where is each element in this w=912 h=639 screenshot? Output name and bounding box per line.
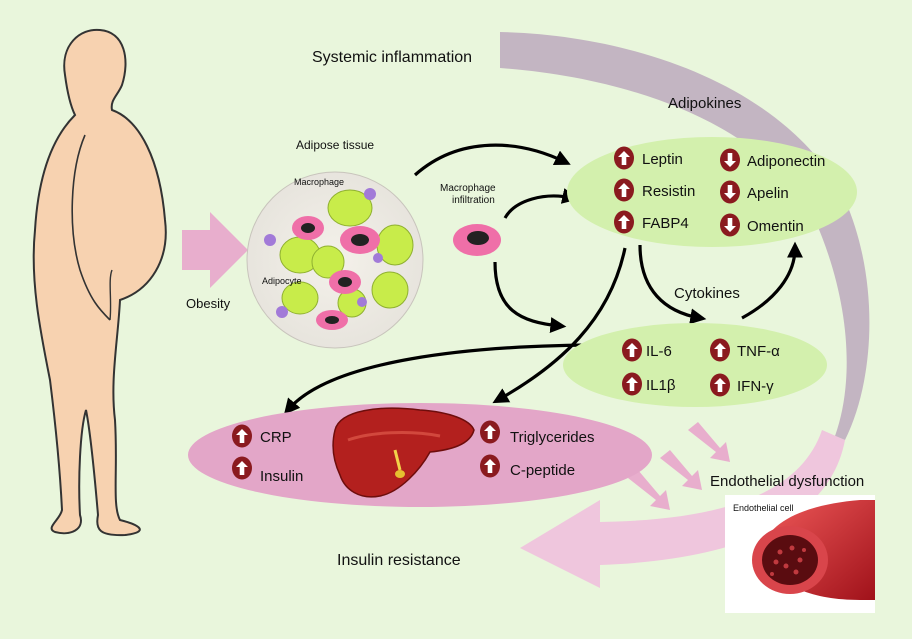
adipokine-up-2-row — [614, 178, 634, 202]
cytokine-3-row — [710, 338, 730, 362]
adipokines-title: Adipokines — [668, 95, 741, 112]
infiltration-to-adipokines-arrow — [503, 188, 579, 219]
adipokine-up-1: Leptin — [642, 151, 683, 168]
insulin-resistance-arrow — [520, 430, 845, 588]
adipose-tissue-illustration: Macrophage Adipocyte — [246, 171, 424, 349]
endothelial-vessel-illustration: Endothelial cell — [725, 495, 875, 613]
cytokine-3: TNF-α — [737, 343, 780, 360]
macrophage-infiltration-label-2: infiltration — [452, 195, 495, 206]
cytokine-1-row — [622, 338, 642, 362]
cytokines-title: Cytokines — [674, 285, 740, 302]
infiltration-to-cytokines-arrow — [493, 261, 567, 334]
liver-illustration — [332, 407, 475, 498]
obesity-label: Obesity — [186, 296, 231, 311]
adipokine-up-2: Resistin — [642, 183, 695, 200]
cytokine-2-row — [622, 372, 642, 396]
cytokines-to-markers-arrow — [283, 343, 606, 415]
cytokine-1: IL-6 — [646, 343, 672, 360]
obese-person-figure — [32, 28, 167, 537]
systemic-inflammation-arrow — [500, 32, 870, 440]
adipokine-up-3: FABP4 — [642, 215, 689, 232]
adipokine-up-3-row — [614, 210, 634, 234]
adipokines-to-cytokines-arrow — [638, 244, 707, 325]
adipokine-up-1-row — [614, 146, 634, 170]
marker-left-2-row — [232, 456, 252, 480]
endothelial-cell-label: Endothelial cell — [733, 503, 794, 513]
marker-right-1: Triglycerides — [510, 429, 594, 446]
adipokine-down-2-row — [720, 180, 740, 204]
endothelial-dysfunction-label: Endothelial dysfunction — [710, 473, 864, 490]
adipocyte-label: Adipocyte — [262, 276, 302, 286]
adipokine-down-3: Omentin — [747, 218, 804, 235]
adipokine-down-3-row — [720, 213, 740, 237]
macrophage-label: Macrophage — [294, 177, 344, 187]
systemic-inflammation-label: Systemic inflammation — [312, 49, 472, 66]
adipose-to-adipokines-arrow — [413, 143, 571, 177]
marker-left-2: Insulin — [260, 468, 303, 485]
adipokines-to-markers-arrow — [492, 247, 627, 404]
cytokines-to-adipokines-arrow — [741, 241, 803, 320]
small-pink-arrow-2 — [660, 450, 702, 490]
adipose-tissue-label: Adipose tissue — [296, 138, 374, 152]
cytokine-2: IL1β — [646, 377, 676, 394]
small-pink-arrow-3 — [628, 470, 670, 510]
cytokine-4-row — [710, 373, 730, 397]
marker-right-2-row — [480, 454, 500, 478]
marker-right-1-row — [480, 420, 500, 444]
obesity-arrow — [182, 212, 248, 288]
insulin-resistance-label: Insulin resistance — [337, 552, 461, 569]
adipokine-down-2: Apelin — [747, 185, 789, 202]
small-pink-arrow-1 — [688, 422, 730, 462]
adipokines-ellipse — [567, 137, 857, 247]
macrophage-infiltration-cell — [453, 224, 501, 256]
marker-right-2: C-peptide — [510, 462, 575, 479]
macrophage-infiltration-label-1: Macrophage — [440, 183, 496, 194]
cytokines-ellipse — [563, 323, 827, 407]
adipokine-down-1-row — [720, 148, 740, 172]
marker-left-1: CRP — [260, 429, 292, 446]
cytokine-4: IFN-γ — [737, 378, 774, 395]
adipokine-down-1: Adiponectin — [747, 153, 825, 170]
marker-left-1-row — [232, 424, 252, 448]
